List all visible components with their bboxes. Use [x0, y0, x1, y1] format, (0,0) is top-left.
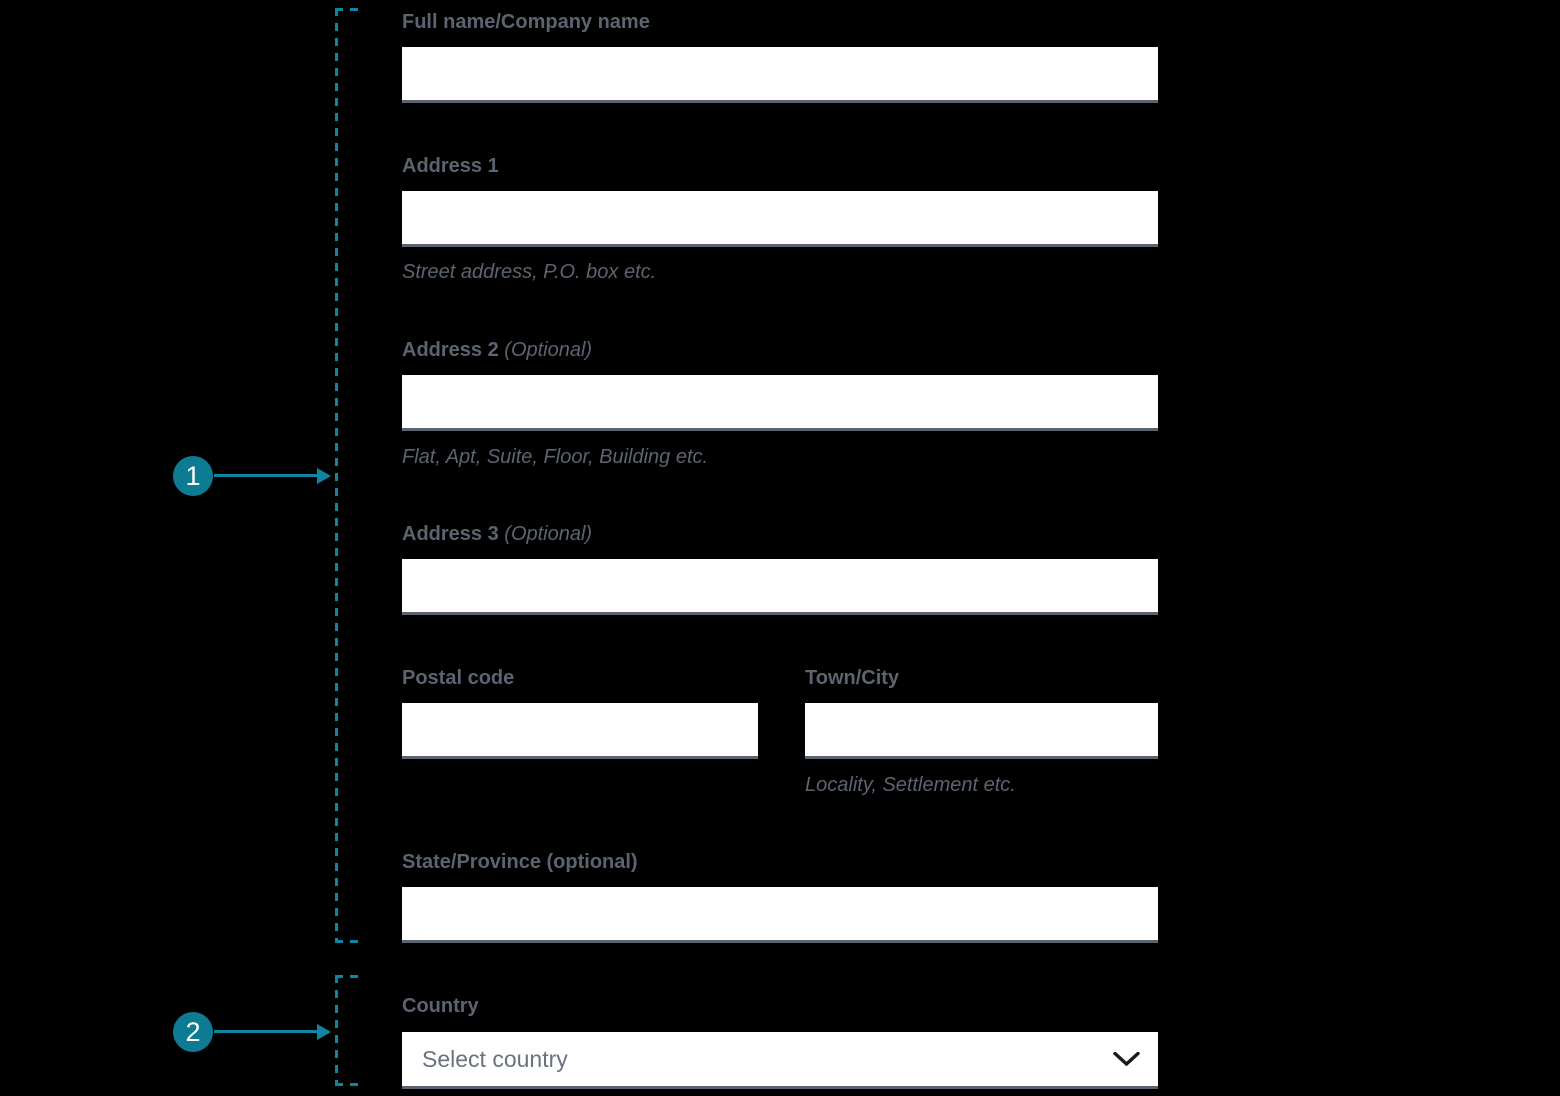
group1-dotted-border — [335, 8, 338, 943]
address2-label: Address 2 (Optional) — [402, 339, 593, 361]
group2-dotted-border — [335, 975, 338, 1086]
annotation-marker-1: 1 — [173, 456, 213, 496]
address1-helper-text: Street address, P.O. box etc. — [402, 261, 657, 283]
annotation-arrow-1-head — [317, 468, 331, 484]
annotation-marker-2: 2 — [173, 1012, 213, 1052]
address2-optional-suffix: (Optional) — [504, 339, 593, 361]
address1-input[interactable] — [402, 191, 1158, 247]
address3-optional-suffix: (Optional) — [504, 523, 593, 545]
annotation-arrow-1-line — [214, 474, 318, 477]
address3-input[interactable] — [402, 559, 1158, 615]
full-name-input[interactable] — [402, 47, 1158, 103]
address2-helper-text: Flat, Apt, Suite, Floor, Building etc. — [402, 446, 709, 468]
state-province-input[interactable] — [402, 887, 1158, 943]
country-select-placeholder: Select country — [422, 1045, 568, 1072]
chevron-down-icon — [1113, 1052, 1140, 1066]
town-city-label: Town/City — [805, 667, 900, 689]
town-city-helper-text: Locality, Settlement etc. — [805, 774, 1016, 796]
country-label: Country — [402, 995, 479, 1017]
state-province-label: State/Province (optional) — [402, 851, 638, 873]
group2-dotted-border-bottom — [335, 1083, 362, 1086]
country-select[interactable]: Select country — [402, 1032, 1158, 1089]
address2-input[interactable] — [402, 375, 1158, 431]
annotation-arrow-2-line — [214, 1030, 318, 1033]
full-name-label: Full name/Company name — [402, 11, 650, 33]
town-city-input[interactable] — [805, 703, 1158, 759]
group1-dotted-border-bottom — [335, 940, 362, 943]
postal-code-label: Postal code — [402, 667, 515, 689]
annotation-arrow-2-head — [317, 1024, 331, 1040]
group2-dotted-border-top — [335, 975, 362, 978]
group1-dotted-border-top — [335, 8, 362, 11]
address1-label: Address 1 — [402, 155, 499, 177]
address3-label: Address 3 (Optional) — [402, 523, 593, 545]
postal-code-input[interactable] — [402, 703, 758, 759]
